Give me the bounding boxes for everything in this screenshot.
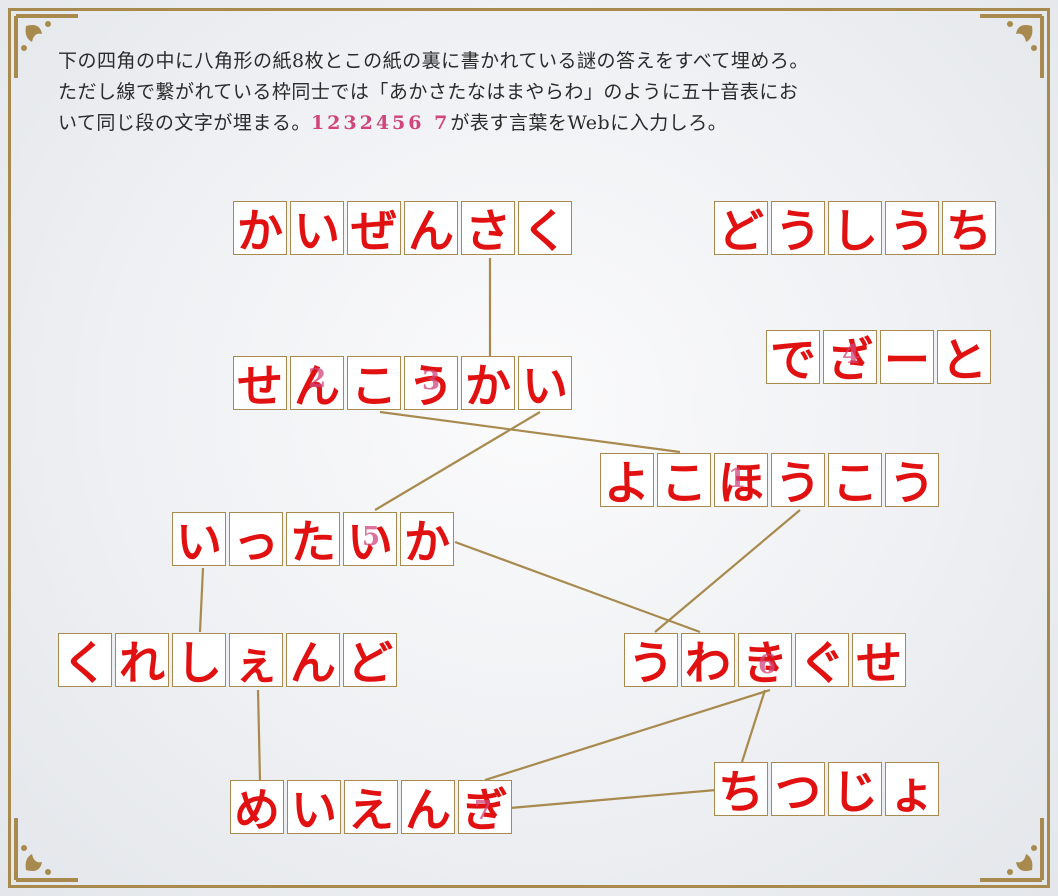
letter-cell[interactable]: か xyxy=(461,356,515,413)
number-mark: 5 xyxy=(362,522,381,552)
connection-line xyxy=(454,540,701,634)
letter-cell[interactable]: た xyxy=(286,512,340,569)
letter-cell[interactable]: こ xyxy=(347,356,401,413)
word-box-b5[interactable]: よ こ ほ う こ う xyxy=(600,453,939,510)
letter-cell[interactable]: ど xyxy=(714,201,768,258)
letter-cell[interactable]: ん xyxy=(290,356,344,413)
number-mark: 4 xyxy=(842,340,861,370)
word-box-b4[interactable]: で ざ ー と xyxy=(766,330,991,387)
connection-line xyxy=(256,689,262,781)
letter-cell[interactable]: せ xyxy=(852,633,906,690)
letter-cell[interactable]: ぜ xyxy=(347,201,401,258)
connection-line xyxy=(654,509,801,633)
word-box-b10[interactable]: ち つ じ ょ xyxy=(714,762,939,819)
corner-ornament-icon xyxy=(976,12,1046,82)
word-box-b7[interactable]: く れ し ぇ ん ど xyxy=(58,633,397,690)
letter-cell[interactable]: い xyxy=(343,512,397,569)
letter-cell[interactable]: く xyxy=(58,633,112,690)
instruction-line-2: ただし線で繋がれている枠同士では「あかさたなはまやらわ」のように五十音表にお xyxy=(58,81,799,103)
corner-ornament-icon xyxy=(12,12,82,82)
letter-cell[interactable]: で xyxy=(766,330,820,387)
letter-cell[interactable]: ど xyxy=(343,633,397,690)
letter-cell[interactable]: ん xyxy=(404,201,458,258)
letter-cell[interactable]: し xyxy=(172,633,226,690)
letter-cell[interactable]: れ xyxy=(115,633,169,690)
connection-line xyxy=(379,410,681,454)
letter-cell[interactable]: い xyxy=(287,780,341,837)
number-mark: 2 xyxy=(308,364,327,394)
letter-cell[interactable]: う xyxy=(885,201,939,258)
word-box-b2[interactable]: ど う し う ち xyxy=(714,201,996,258)
letter-cell[interactable]: う xyxy=(404,356,458,413)
answer-number-sequence: 1232456 7 xyxy=(310,112,451,134)
word-box-b8[interactable]: う わ き ぐ せ xyxy=(624,633,906,690)
letter-cell[interactable]: ぐ xyxy=(795,633,849,690)
word-box-b6[interactable]: い っ た い か xyxy=(172,512,454,569)
letter-cell[interactable]: さ xyxy=(461,201,515,258)
letter-cell[interactable]: ー xyxy=(880,330,934,387)
letter-cell[interactable]: う xyxy=(771,453,825,510)
letter-cell[interactable]: め xyxy=(230,780,284,837)
connection-line xyxy=(740,689,767,763)
letter-cell[interactable]: か xyxy=(233,201,287,258)
letter-cell[interactable]: じ xyxy=(828,762,882,819)
letter-cell[interactable]: う xyxy=(771,201,825,258)
number-mark: 1 xyxy=(728,464,747,494)
instruction-line-1: 下の四角の中に八角形の紙8枚とこの紙の裏に書かれている謎の答えをすべて埋めろ。 xyxy=(58,50,809,72)
letter-cell[interactable]: せ xyxy=(233,356,287,413)
letter-cell[interactable]: か xyxy=(400,512,454,569)
letter-cell[interactable]: つ xyxy=(771,762,825,819)
letter-cell[interactable]: い xyxy=(518,356,572,413)
instructions: 下の四角の中に八角形の紙8枚とこの紙の裏に書かれている謎の答えをすべて埋めろ。 … xyxy=(58,46,1018,139)
letter-cell[interactable]: し xyxy=(828,201,882,258)
letter-cell[interactable]: う xyxy=(885,453,939,510)
letter-cell[interactable]: よ xyxy=(600,453,654,510)
instruction-line-3a: いて同じ段の文字が埋まる。 xyxy=(58,112,311,134)
letter-cell[interactable]: ん xyxy=(286,633,340,690)
letter-cell[interactable]: ほ xyxy=(714,453,768,510)
letter-cell[interactable]: ぎ xyxy=(458,780,512,837)
connection-line xyxy=(198,567,205,633)
connection-line xyxy=(374,411,541,511)
word-box-b1[interactable]: か い ぜ ん さ く xyxy=(233,201,572,258)
corner-ornament-icon xyxy=(12,814,82,884)
letter-cell[interactable]: ざ xyxy=(823,330,877,387)
letter-cell[interactable]: ん xyxy=(401,780,455,837)
letter-cell[interactable]: い xyxy=(290,201,344,258)
letter-cell[interactable]: わ xyxy=(681,633,735,690)
letter-cell[interactable]: く xyxy=(518,201,572,258)
corner-ornament-icon xyxy=(976,814,1046,884)
letter-cell[interactable]: う xyxy=(624,633,678,690)
gold-frame xyxy=(8,8,1050,888)
word-box-b3[interactable]: せ ん こ う か い xyxy=(233,356,572,413)
word-box-b9[interactable]: め い え ん ぎ xyxy=(230,780,512,837)
instruction-line-3: いて同じ段の文字が埋まる。1232456 7が表す言葉をWebに入力しろ。 xyxy=(58,108,1018,139)
letter-cell[interactable]: え xyxy=(344,780,398,837)
number-mark: 3 xyxy=(422,366,441,396)
instruction-line-3b: が表す言葉をWebに入力しろ。 xyxy=(450,112,728,134)
letter-cell[interactable]: ち xyxy=(714,762,768,819)
connection-line xyxy=(484,688,771,782)
letter-cell[interactable]: き xyxy=(738,633,792,690)
letter-cell[interactable]: ち xyxy=(942,201,996,258)
letter-cell[interactable]: こ xyxy=(657,453,711,510)
letter-cell[interactable]: ぇ xyxy=(229,633,283,690)
number-mark: 6 xyxy=(758,650,777,680)
letter-cell[interactable]: こ xyxy=(828,453,882,510)
connection-line xyxy=(509,788,717,810)
letter-cell[interactable]: ょ xyxy=(885,762,939,819)
letter-cell[interactable]: っ xyxy=(229,512,283,569)
letter-cell[interactable]: い xyxy=(172,512,226,569)
letter-cell[interactable]: と xyxy=(937,330,991,387)
number-mark: 7 xyxy=(474,796,493,826)
